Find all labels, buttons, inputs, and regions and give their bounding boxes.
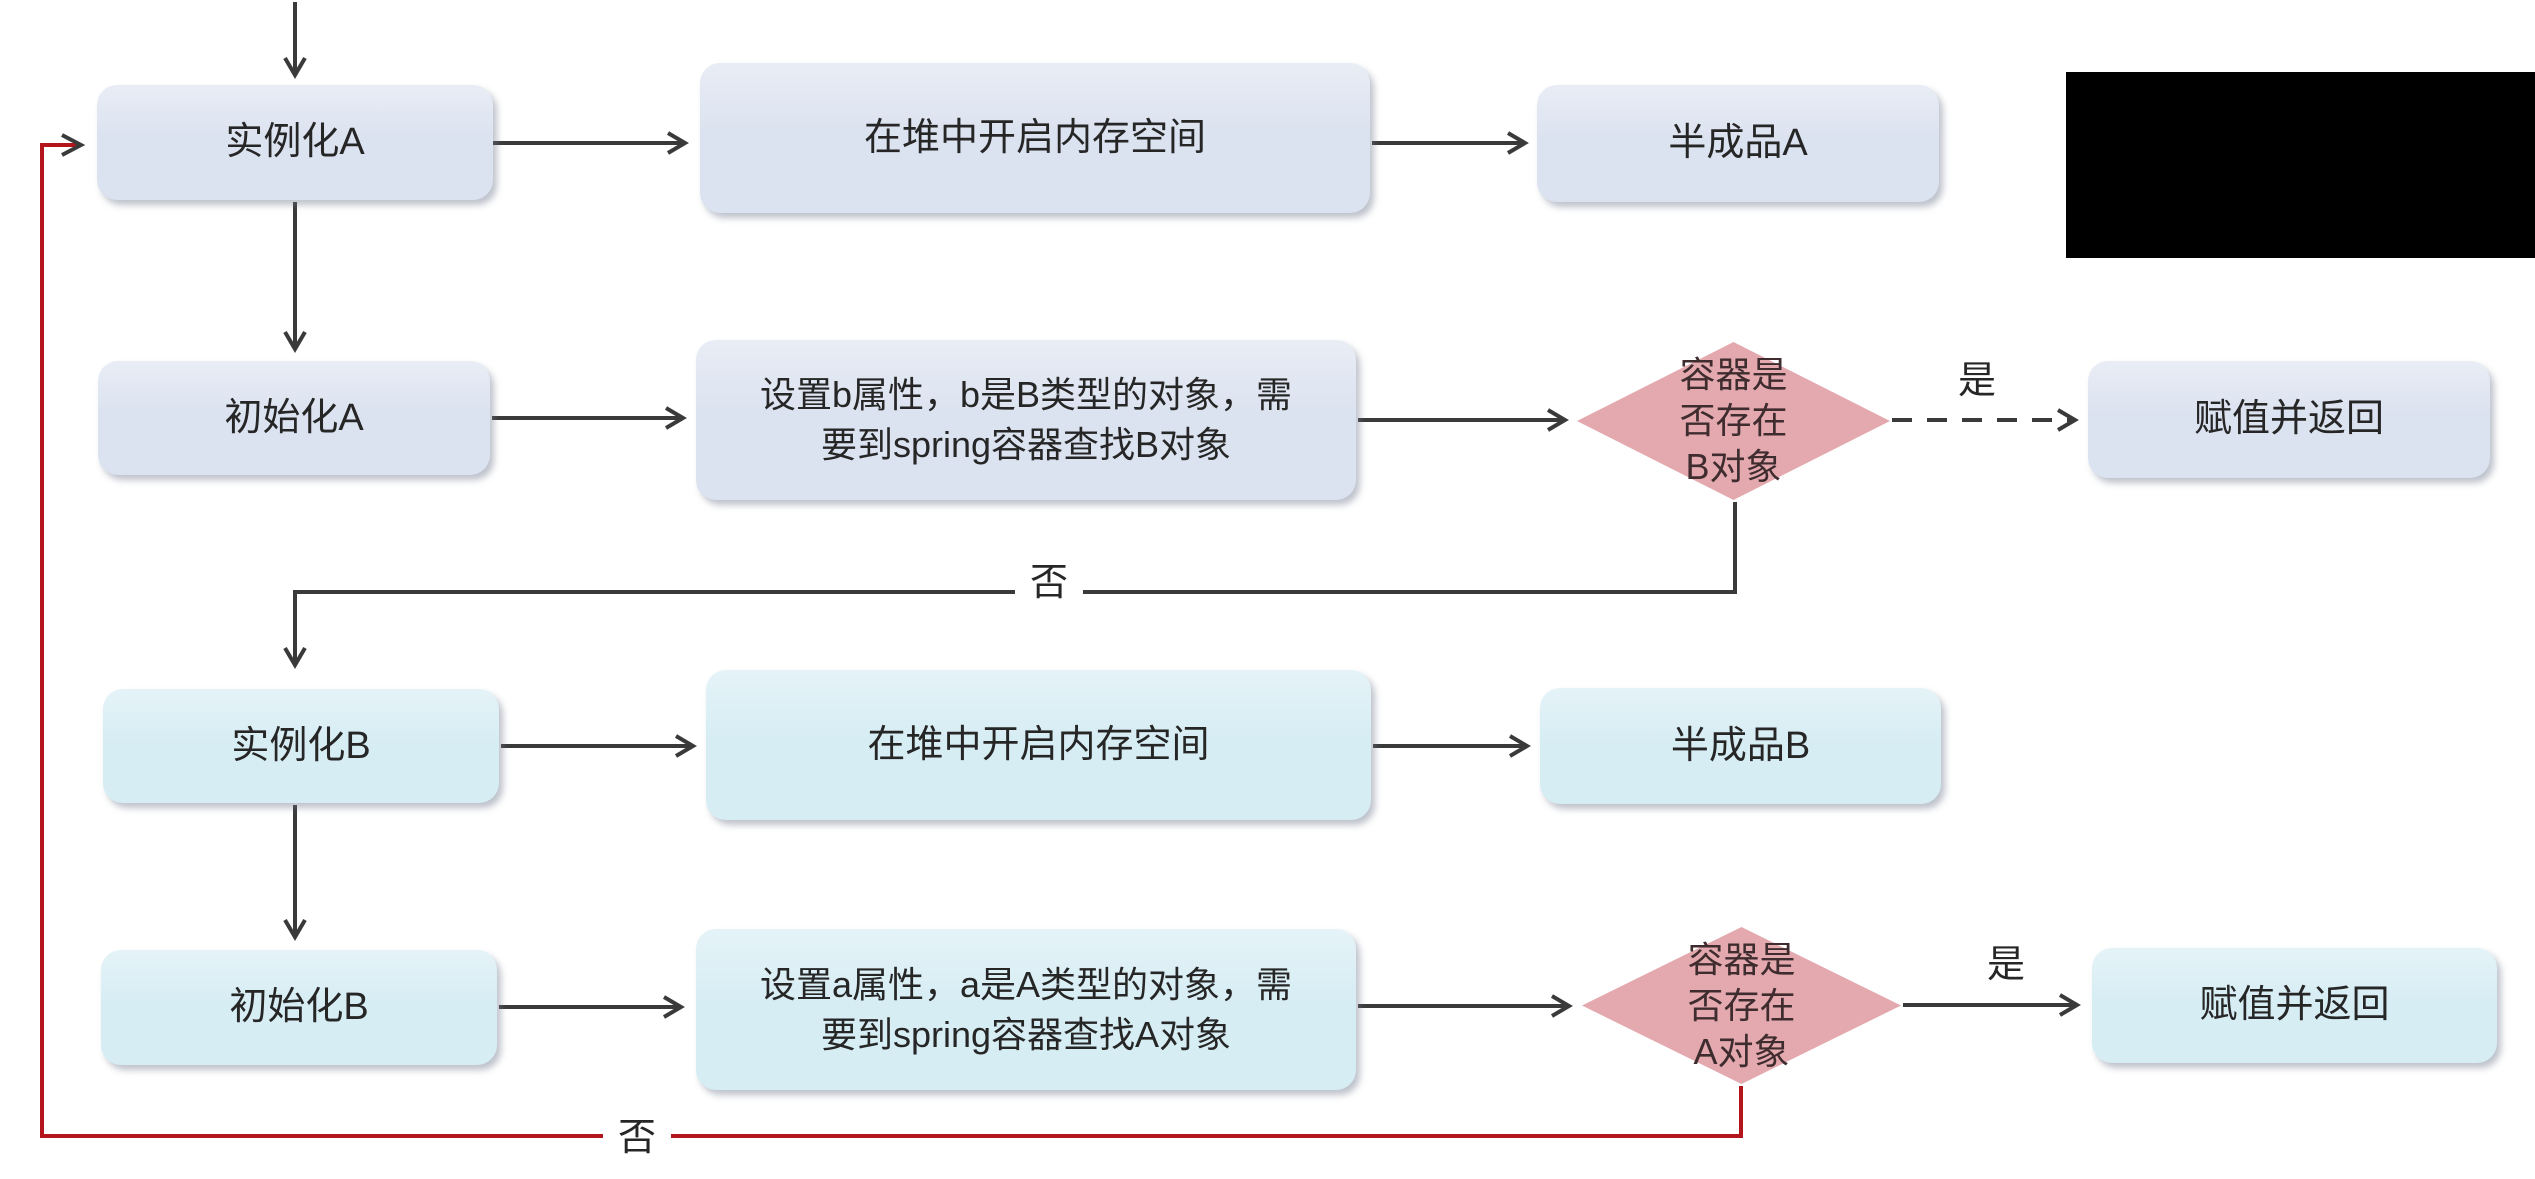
node-assign-return-a: 赋值并返回 — [2092, 948, 2497, 1063]
node-assign-return-b: 赋值并返回 — [2088, 361, 2490, 478]
edge-label-yes-b: 是 — [1957, 359, 1996, 402]
edge-label-no-a: 否 — [603, 1106, 671, 1160]
decision-container-has-a: 容器是 否存在 A对象 — [1582, 927, 1901, 1084]
node-semi-product-b: 半成品B — [1540, 688, 1941, 804]
node-heap-memory-b: 在堆中开启内存空间 — [706, 670, 1371, 820]
decision-label: 容器是 否存在 B对象 — [1679, 354, 1788, 487]
node-init-a: 初始化A — [98, 361, 490, 475]
node-heap-memory-a: 在堆中开启内存空间 — [700, 63, 1370, 213]
node-init-b: 初始化B — [101, 950, 497, 1065]
redacted-black-box — [2066, 72, 2535, 258]
decision-label: 容器是 否存在 A对象 — [1687, 938, 1796, 1072]
node-instantiate-a: 实例化A — [97, 85, 493, 200]
node-instantiate-b: 实例化B — [103, 689, 499, 803]
node-set-b-property: 设置b属性，b是B类型的对象，需 要到spring容器查找B对象 — [696, 340, 1356, 500]
edge-label-yes-a: 是 — [1986, 943, 2025, 986]
decision-container-has-b: 容器是 否存在 B对象 — [1577, 342, 1890, 500]
edge-label-no-b: 否 — [1015, 551, 1083, 605]
arrow-diamond-a-no-red-loop — [40, 133, 1743, 1138]
node-set-a-property: 设置a属性，a是A类型的对象，需 要到spring容器查找A对象 — [696, 929, 1356, 1090]
node-semi-product-a: 半成品A — [1537, 85, 1939, 202]
